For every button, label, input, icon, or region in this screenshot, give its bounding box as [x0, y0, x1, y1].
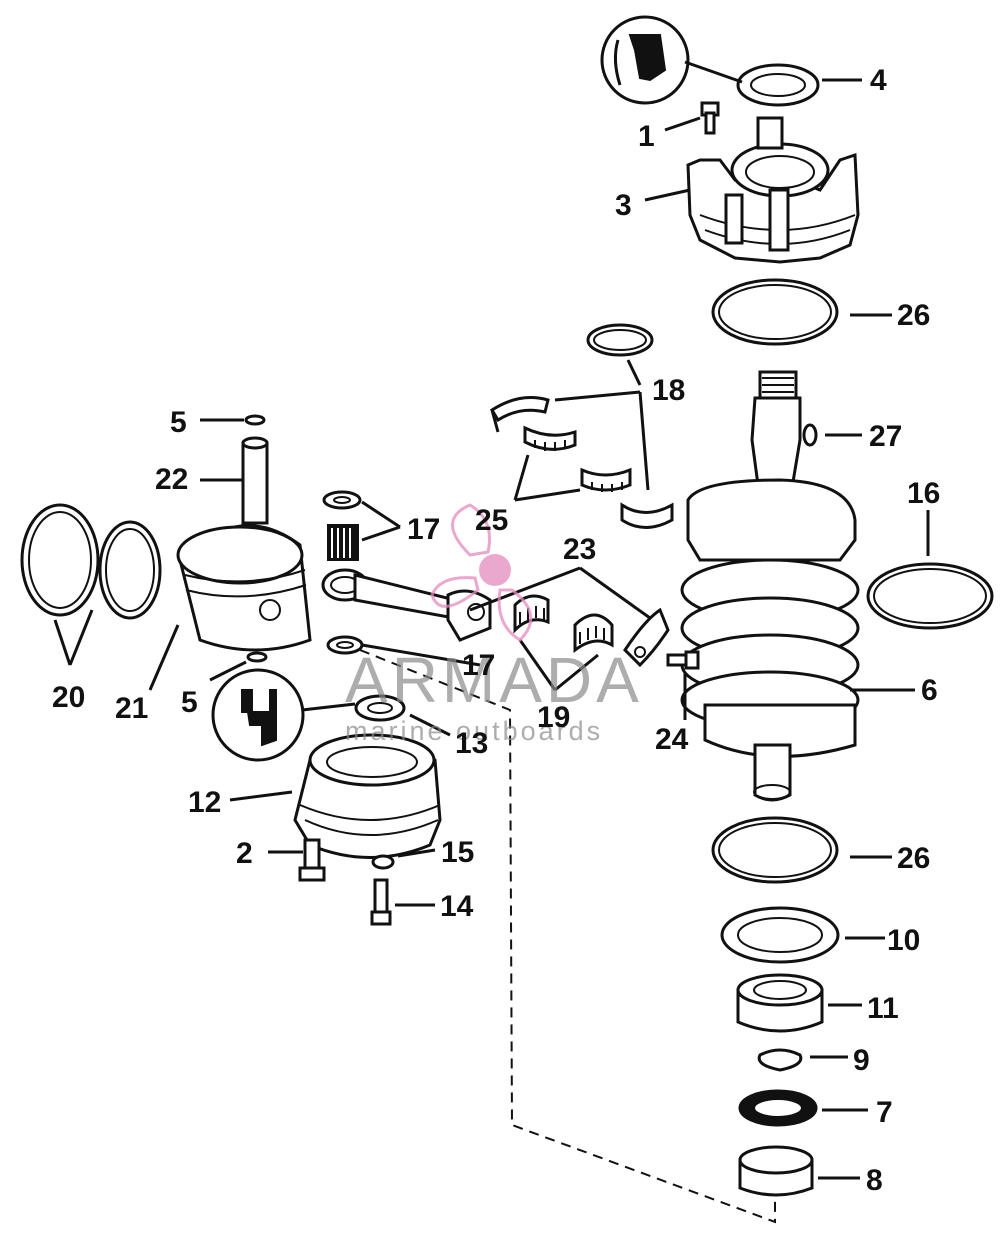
- label-9: 9: [853, 1044, 870, 1077]
- rod-cap-screw: [666, 650, 700, 720]
- pin-retainer-lower: [209, 651, 268, 682]
- retaining-ring-16: [866, 510, 994, 630]
- bearing-plate: [720, 906, 885, 964]
- thrust-washer-upper: [322, 490, 362, 510]
- o-ring-upper: [711, 278, 892, 346]
- label-26-lower: 26: [897, 842, 930, 875]
- label-26-upper: 26: [897, 299, 930, 332]
- watermark-title: ARMADA: [345, 644, 643, 716]
- label-6: 6: [921, 674, 938, 707]
- screw-1: [664, 101, 720, 135]
- piston: [148, 524, 312, 691]
- snap-ring-9: [757, 1048, 848, 1072]
- label-19: 19: [537, 701, 570, 734]
- label-3: 3: [615, 189, 632, 222]
- label-15: 15: [441, 836, 474, 869]
- pin-retainer-upper: [200, 414, 266, 426]
- needle-bearing-cage-b: [580, 467, 632, 492]
- needle-bearing-cage-a: [523, 425, 577, 451]
- watermark: ARMADA marine outboards: [345, 503, 643, 746]
- label-17-upper: 17: [407, 513, 440, 546]
- label-25: 25: [475, 504, 508, 537]
- wrist-pin: [200, 436, 269, 525]
- label-22: 22: [155, 463, 188, 496]
- upper-bearing-housing: [686, 116, 860, 264]
- label-4: 4: [870, 64, 887, 97]
- connecting-rod: [321, 568, 492, 642]
- label-12: 12: [188, 786, 221, 819]
- lower-bearing-housing: [229, 733, 442, 859]
- bearing-race-lower-half: [620, 502, 674, 529]
- crankshaft: [680, 370, 915, 802]
- label-17-lower: 17: [462, 649, 495, 682]
- screw-14: [370, 878, 435, 926]
- label-5-lower: 5: [181, 686, 198, 719]
- small-end-needle-bearing: [327, 524, 359, 561]
- label-10: 10: [887, 924, 920, 957]
- top-seal: [736, 63, 862, 107]
- label-11: 11: [867, 992, 899, 1025]
- piston-ring-large: [20, 503, 100, 617]
- label-2: 2: [236, 837, 253, 870]
- label-24: 24: [655, 723, 689, 756]
- label-7: 7: [876, 1096, 893, 1129]
- housing-bolt: [268, 838, 326, 882]
- label-1: 1: [638, 120, 655, 153]
- rod-cap: [623, 607, 670, 668]
- part-labels: 1 2 3 4 5 5 6 7 8 9 10 11 12 13 14 15 16…: [52, 64, 940, 1197]
- label-14: 14: [440, 890, 474, 923]
- propeller-logo-icon: [430, 503, 533, 642]
- sleeve: [738, 1145, 860, 1197]
- lower-seal-detail-callout: [211, 668, 356, 762]
- seal-detail-callout: [600, 15, 743, 105]
- oil-seal: [738, 1089, 868, 1127]
- ball-bearing: [736, 973, 862, 1033]
- retaining-ring-18: [586, 323, 654, 357]
- crankshaft-key: [802, 423, 862, 447]
- rod-bearing-half-b: [573, 613, 614, 653]
- label-18: 18: [652, 374, 685, 407]
- lower-seal: [354, 694, 451, 737]
- watermark-subtitle: marine outboards: [345, 716, 603, 746]
- label-27: 27: [869, 420, 902, 453]
- label-16: 16: [907, 477, 940, 510]
- bearing-race-upper-half: [489, 396, 550, 433]
- label-23: 23: [563, 533, 596, 566]
- label-13: 13: [455, 727, 488, 760]
- label-8: 8: [866, 1164, 883, 1197]
- washer: [371, 848, 436, 870]
- label-20: 20: [52, 681, 85, 714]
- label-21: 21: [115, 692, 148, 725]
- o-ring-lower: [711, 816, 892, 884]
- label-5-upper: 5: [170, 406, 187, 439]
- piston-ring-small: [98, 520, 162, 620]
